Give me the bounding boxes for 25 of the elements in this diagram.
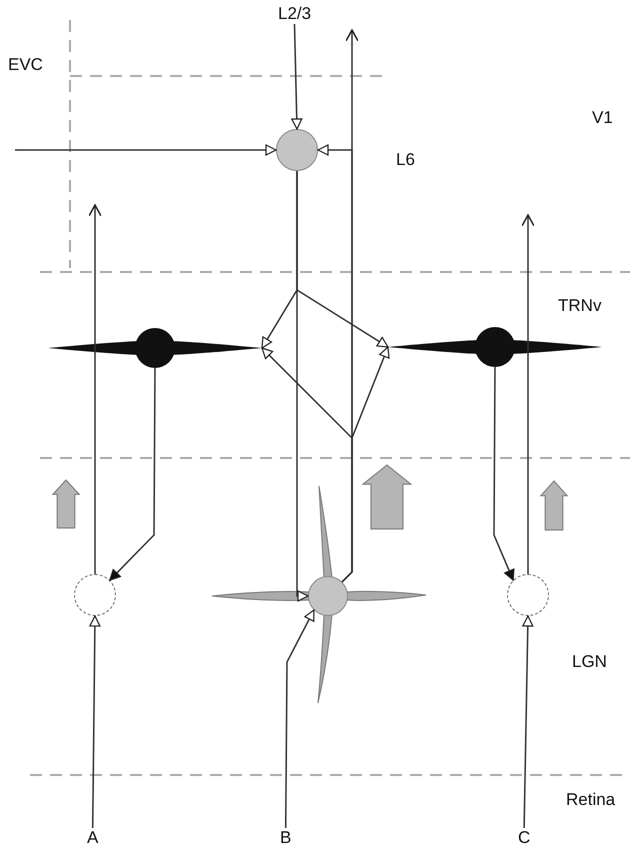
arrow [522, 615, 534, 828]
column-label: A [87, 828, 98, 848]
neuron-drawing [48, 328, 262, 368]
area-label: EVC [8, 55, 43, 75]
arrow [342, 346, 390, 582]
neuron-soma [276, 129, 318, 171]
neuron-drawing [388, 327, 602, 367]
arrow [15, 144, 277, 156]
layer-label: L2/3 [278, 4, 312, 24]
layer-label: Retina [566, 790, 616, 810]
arrow [88, 204, 102, 574]
arrow [521, 214, 535, 574]
area-label: V1 [592, 108, 613, 128]
layer-label: L6 [396, 150, 415, 170]
arrow [296, 171, 389, 348]
arrow [89, 615, 100, 828]
column-label: B [280, 828, 292, 848]
neuron-soma [308, 576, 348, 616]
layer-label: LGN [572, 652, 607, 672]
arrow [291, 24, 302, 130]
column-label: C [518, 828, 530, 848]
arrow [284, 610, 315, 828]
arrow [109, 368, 156, 581]
arrow [493, 367, 514, 581]
layer-label: TRNv [558, 296, 602, 316]
